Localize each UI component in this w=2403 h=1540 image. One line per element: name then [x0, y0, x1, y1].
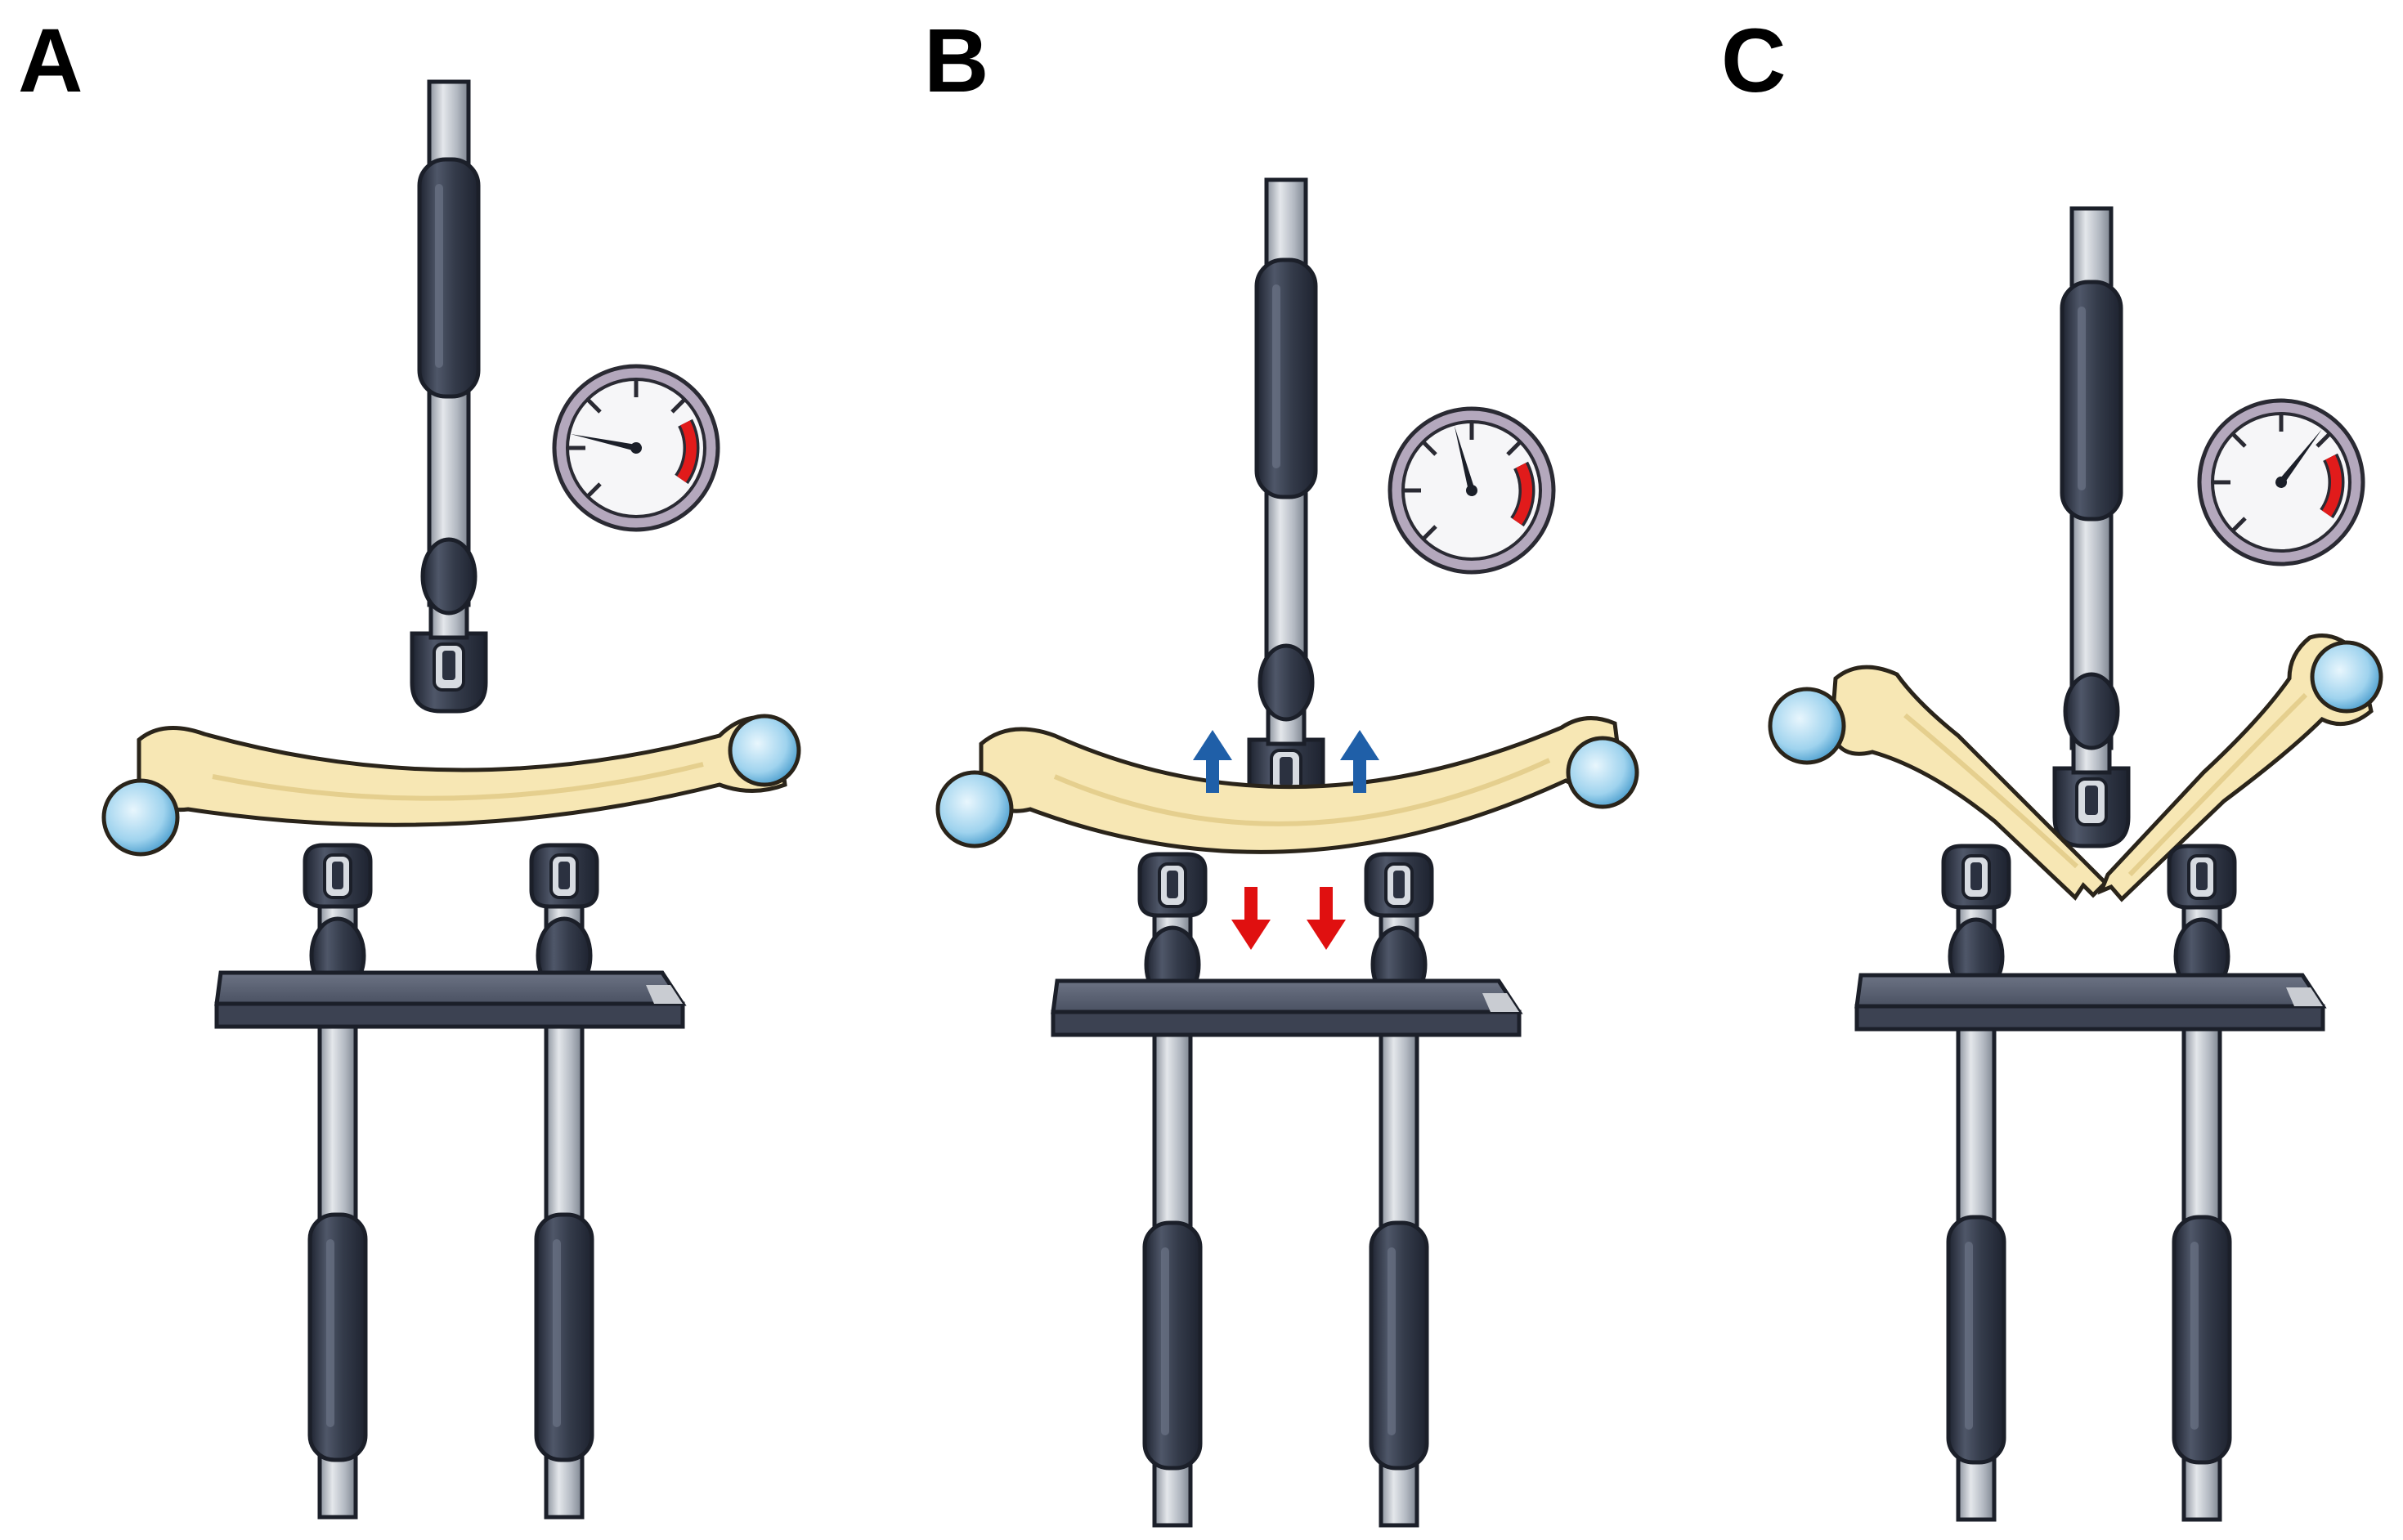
upper-loading-rod [2055, 206, 2128, 846]
support-crossbar [214, 970, 687, 1029]
panel-b: B [924, 11, 1639, 1525]
gauge-needle [570, 433, 642, 454]
lower-post-right [2174, 1029, 2230, 1520]
support-anvil-right [531, 845, 597, 992]
panel-label-c: C [1721, 11, 1786, 111]
panel-c: C [1721, 11, 2383, 1520]
support-anvil-left [1943, 846, 2009, 993]
lower-post-left [310, 1027, 365, 1517]
arrow-down-icon [1231, 887, 1271, 950]
bone-fragment-left [1768, 665, 2109, 901]
support-crossbar [1854, 973, 2327, 1032]
bone-icon [935, 716, 1639, 854]
lower-post-right [1371, 1035, 1427, 1525]
upper-loading-rod [412, 79, 486, 711]
support-anvil-left [305, 845, 370, 992]
panel-label-b: B [924, 11, 989, 111]
gauge-needle [2275, 428, 2322, 488]
support-crossbar [1051, 978, 1523, 1037]
bone-fragment-right [2097, 633, 2383, 902]
gauge-needle [1454, 425, 1477, 496]
panel-a: A [18, 11, 801, 1517]
pressure-gauge-icon [554, 366, 718, 530]
upper-loading-rod [1249, 177, 1323, 817]
lower-post-left [1948, 1029, 2004, 1520]
arrow-down-icon [1307, 887, 1346, 950]
lower-post-left [1145, 1035, 1200, 1525]
pressure-gauge-icon [1390, 409, 1553, 572]
support-anvil-right [2169, 846, 2235, 993]
bone-icon [101, 714, 801, 857]
lower-post-right [536, 1027, 592, 1517]
panel-label-a: A [18, 11, 83, 111]
pressure-gauge-icon [2199, 401, 2363, 564]
